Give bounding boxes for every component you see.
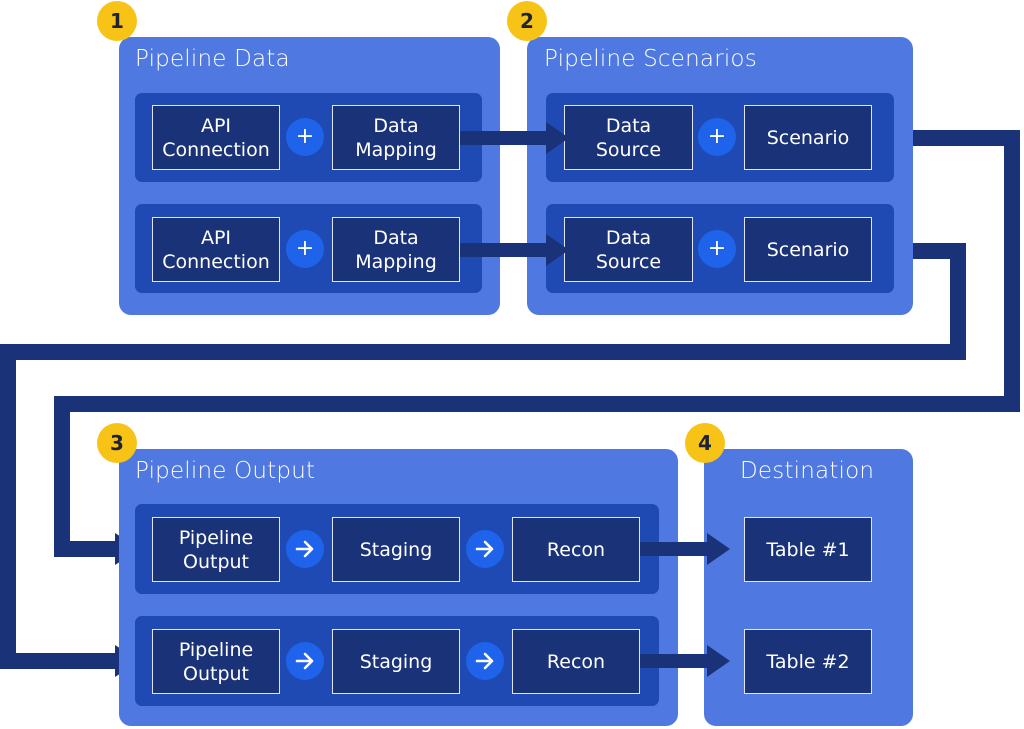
step-badge-4: 4 bbox=[685, 423, 725, 463]
step-badge-2: 2 bbox=[507, 1, 547, 41]
scenario-node: Scenario bbox=[744, 105, 872, 170]
arrow-data1-to-scenario1-head bbox=[546, 122, 569, 154]
plus-icon: + bbox=[698, 118, 736, 156]
arrow-recon1-to-table1-shaft bbox=[640, 542, 711, 556]
scenario-node: Scenario bbox=[744, 217, 872, 282]
table-1-node: Table #1 bbox=[744, 517, 872, 582]
plus-icon: + bbox=[698, 230, 736, 268]
staging-node: Staging bbox=[332, 629, 460, 694]
arrow-right-icon bbox=[286, 642, 324, 680]
destination-title: Destination bbox=[740, 458, 875, 484]
pipeline-scenarios-title: Pipeline Scenarios bbox=[544, 46, 757, 72]
plus-icon: + bbox=[286, 118, 324, 156]
plus-icon: + bbox=[286, 230, 324, 268]
staging-node: Staging bbox=[332, 517, 460, 582]
arrow-right-icon bbox=[466, 530, 504, 568]
arrow-right-icon bbox=[286, 530, 324, 568]
arrow-recon1-to-table1-head bbox=[707, 533, 730, 565]
connector-scenario2-to-output2 bbox=[0, 243, 966, 669]
pipeline-output-title: Pipeline Output bbox=[135, 458, 316, 484]
arrow-recon2-to-table2-shaft bbox=[640, 654, 711, 668]
arrow-data1-to-scenario1-shaft bbox=[460, 131, 550, 145]
pipeline-data-title: Pipeline Data bbox=[135, 46, 290, 72]
connector-scenario1-to-output1 bbox=[54, 130, 1020, 557]
step-badge-1: 1 bbox=[97, 1, 137, 41]
recon-node: Recon bbox=[512, 517, 640, 582]
arrow-recon2-to-table2-head bbox=[707, 645, 730, 677]
recon-node: Recon bbox=[512, 629, 640, 694]
arrow-data2-to-scenario2-head bbox=[546, 234, 569, 266]
arrow-data2-to-scenario2-shaft bbox=[460, 243, 550, 257]
table-2-node: Table #2 bbox=[744, 629, 872, 694]
step-badge-3: 3 bbox=[97, 423, 137, 463]
arrow-right-icon bbox=[466, 642, 504, 680]
